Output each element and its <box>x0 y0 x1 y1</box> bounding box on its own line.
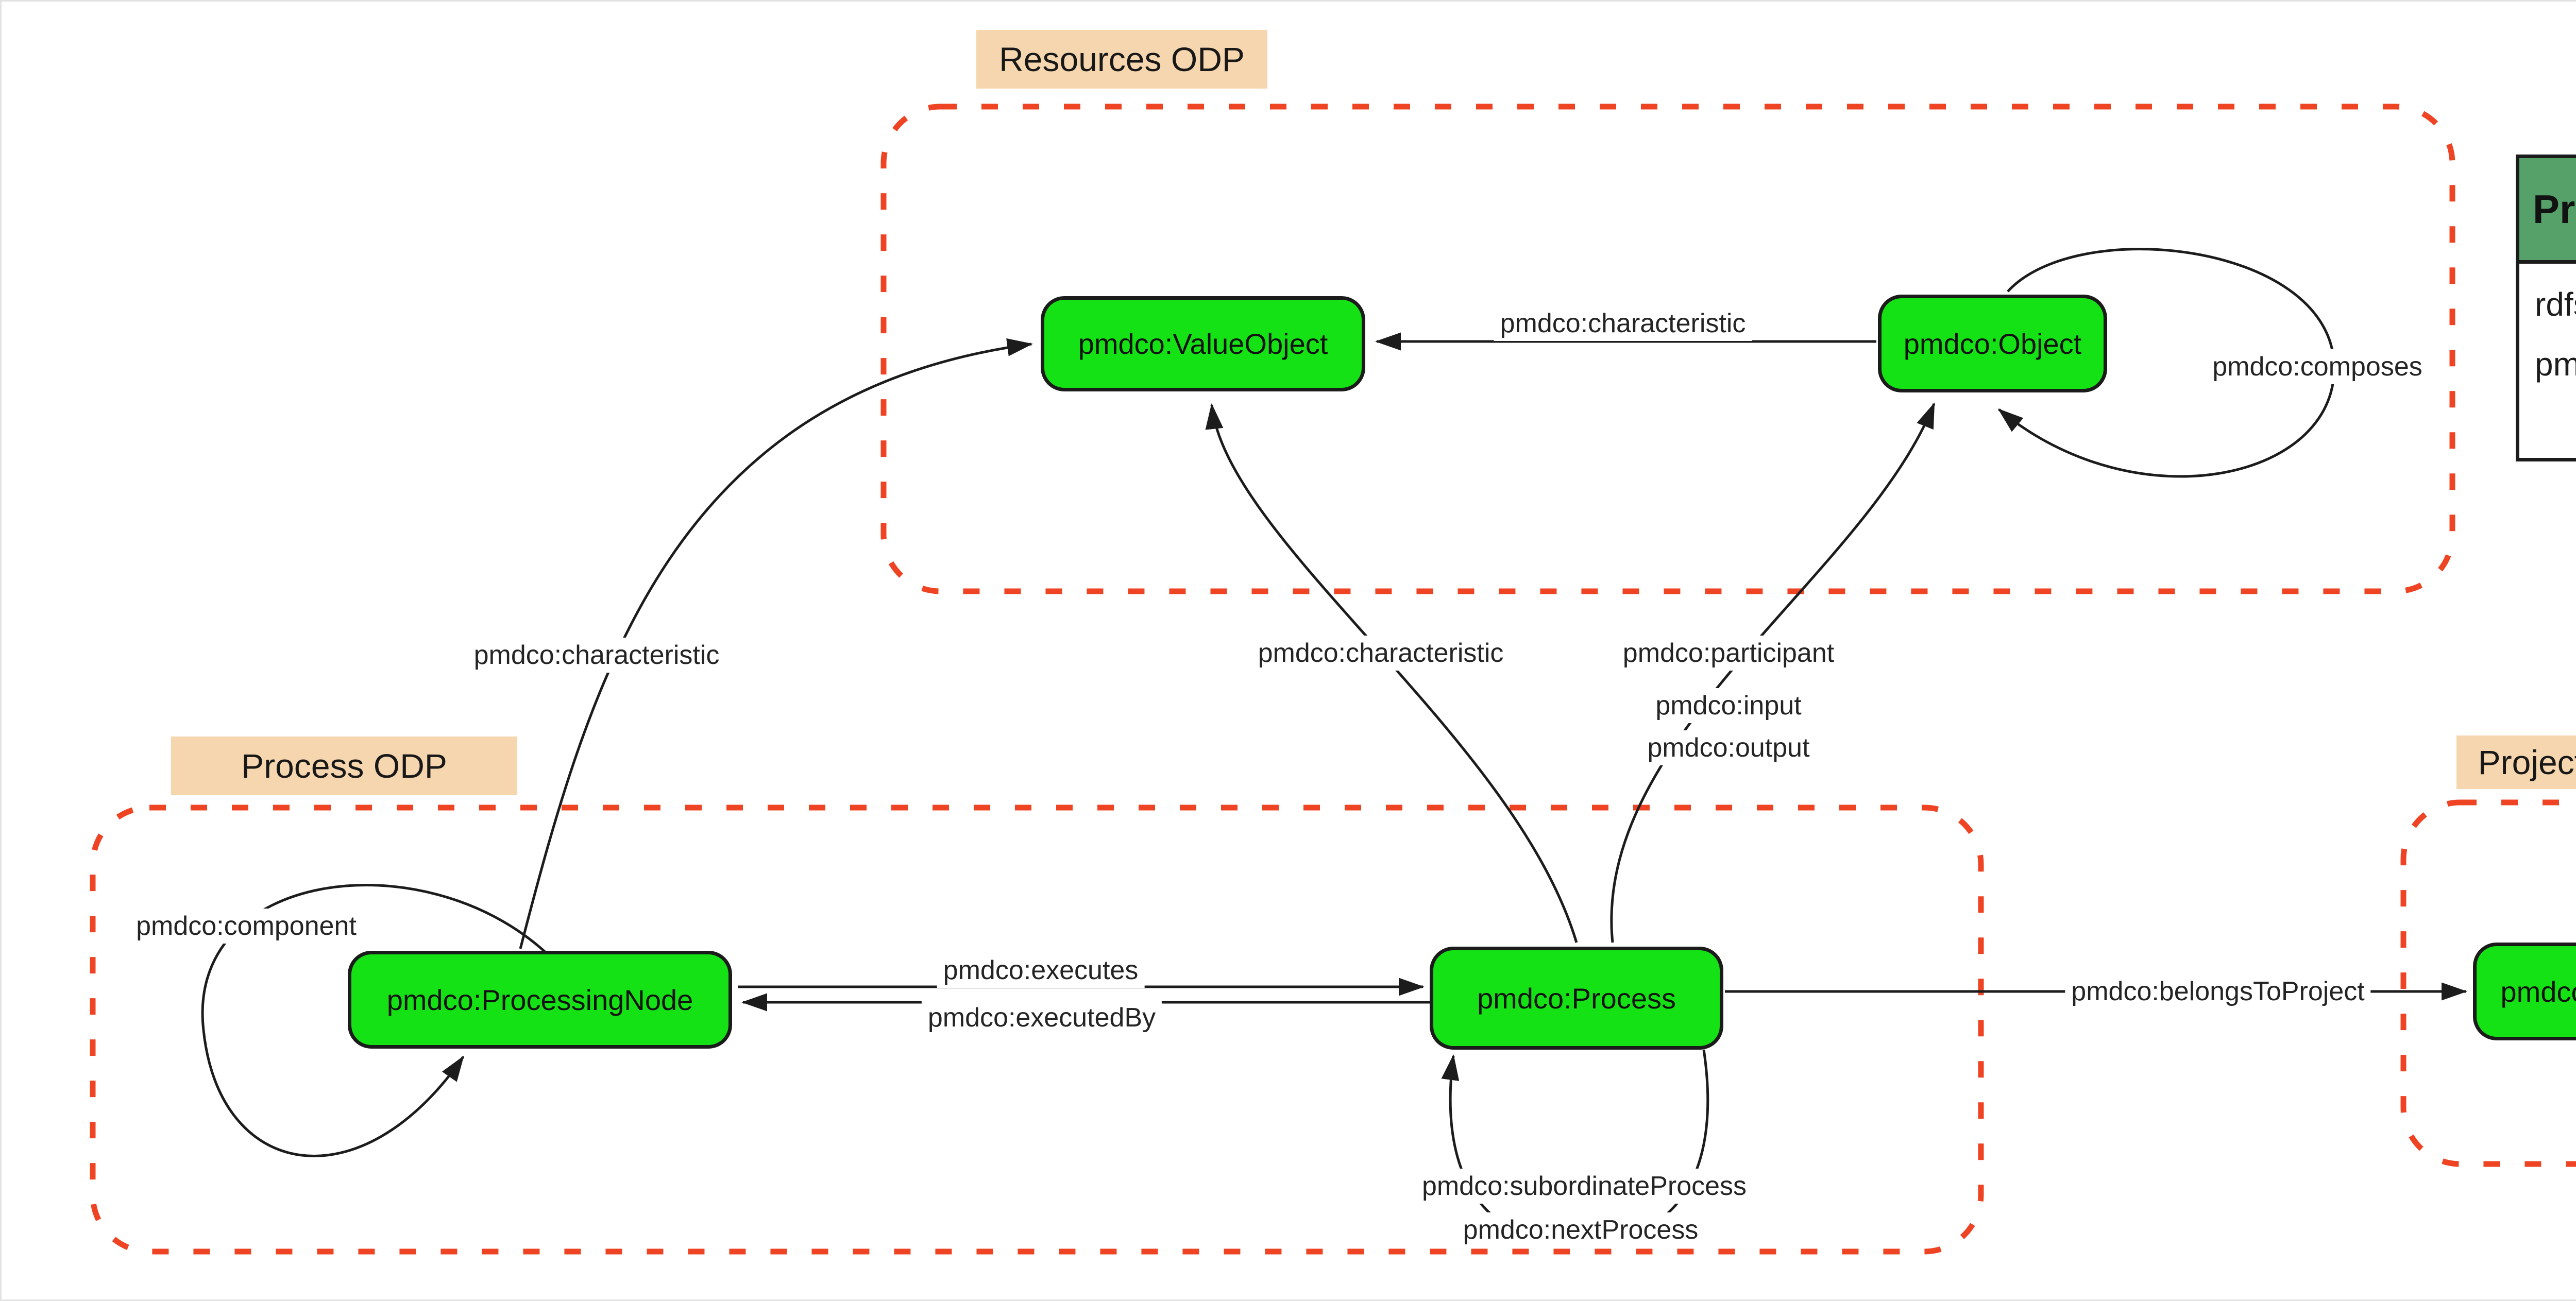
prefix-entry-rdfs: rdfs: http://www.w3.org/2000/01/rdf-sche… <box>2535 285 2576 323</box>
edge-label-composes: pmdco:composes <box>2206 349 2429 384</box>
prefixes-panel: Prefixes rdfs: http://www.w3.org/2000/01… <box>2516 155 2576 461</box>
edge-component-self-loop-processingnode <box>201 884 547 1157</box>
edge-label-output: pmdco:output <box>1641 730 1816 765</box>
prefixes-title: Prefixes <box>2519 158 2576 264</box>
edge-label-input: pmdco:input <box>1649 688 1808 723</box>
edge-label-characteristic-processingnode: pmdco:characteristic <box>467 638 726 673</box>
edge-label-participant: pmdco:participant <box>1616 636 1841 671</box>
group-process-odp-box <box>90 804 1984 1255</box>
edge-label-executedby: pmdco:executedBy <box>921 1000 1162 1035</box>
node-process: pmdco:Process <box>1430 947 1723 1050</box>
edge-label-characteristic-object-valueobject: pmdco:characteristic <box>1494 306 1752 341</box>
edge-label-nextprocess: pmdco:nextProcess <box>1456 1212 1705 1247</box>
group-project-odp-box <box>2400 799 2576 1167</box>
edge-characteristic-process-to-valueobject <box>1205 403 1578 943</box>
edge-characteristic-processingnode-to-valueobject <box>519 338 1033 949</box>
edge-participant-process-to-object <box>1610 402 1936 943</box>
edge-label-subordinateprocess: pmdco:subordinateProcess <box>1415 1169 1753 1204</box>
prefix-entry-pmdco: pmdco: https://w3id.org/pmd/co/2.0.8 <box>2535 345 2576 383</box>
group-label-project-odp: Project ODP <box>2456 735 2576 789</box>
node-project: pmdco:Project <box>2473 943 2576 1040</box>
node-processingnode: pmdco:ProcessingNode <box>348 951 732 1049</box>
edge-label-executes: pmdco:executes <box>937 953 1145 988</box>
prefix-name-pmdco: pmdco: <box>2535 346 2576 383</box>
group-label-resources-odp: Resources ODP <box>976 30 1267 89</box>
edge-label-component: pmdco:component <box>130 909 363 944</box>
prefixes-body: rdfs: http://www.w3.org/2000/01/rdf-sche… <box>2519 264 2576 383</box>
node-valueobject: pmdco:ValueObject <box>1041 296 1365 391</box>
group-resources-odp-box <box>880 104 2455 594</box>
node-object: pmdco:Object <box>1878 295 2107 392</box>
prefix-name-rdfs: rdfs: <box>2535 286 2576 323</box>
edge-label-characteristic-process: pmdco:characteristic <box>1251 636 1510 671</box>
edge-label-belongstoproject: pmdco:belongsToProject <box>2065 974 2371 1009</box>
group-label-process-odp: Process ODP <box>171 737 517 795</box>
